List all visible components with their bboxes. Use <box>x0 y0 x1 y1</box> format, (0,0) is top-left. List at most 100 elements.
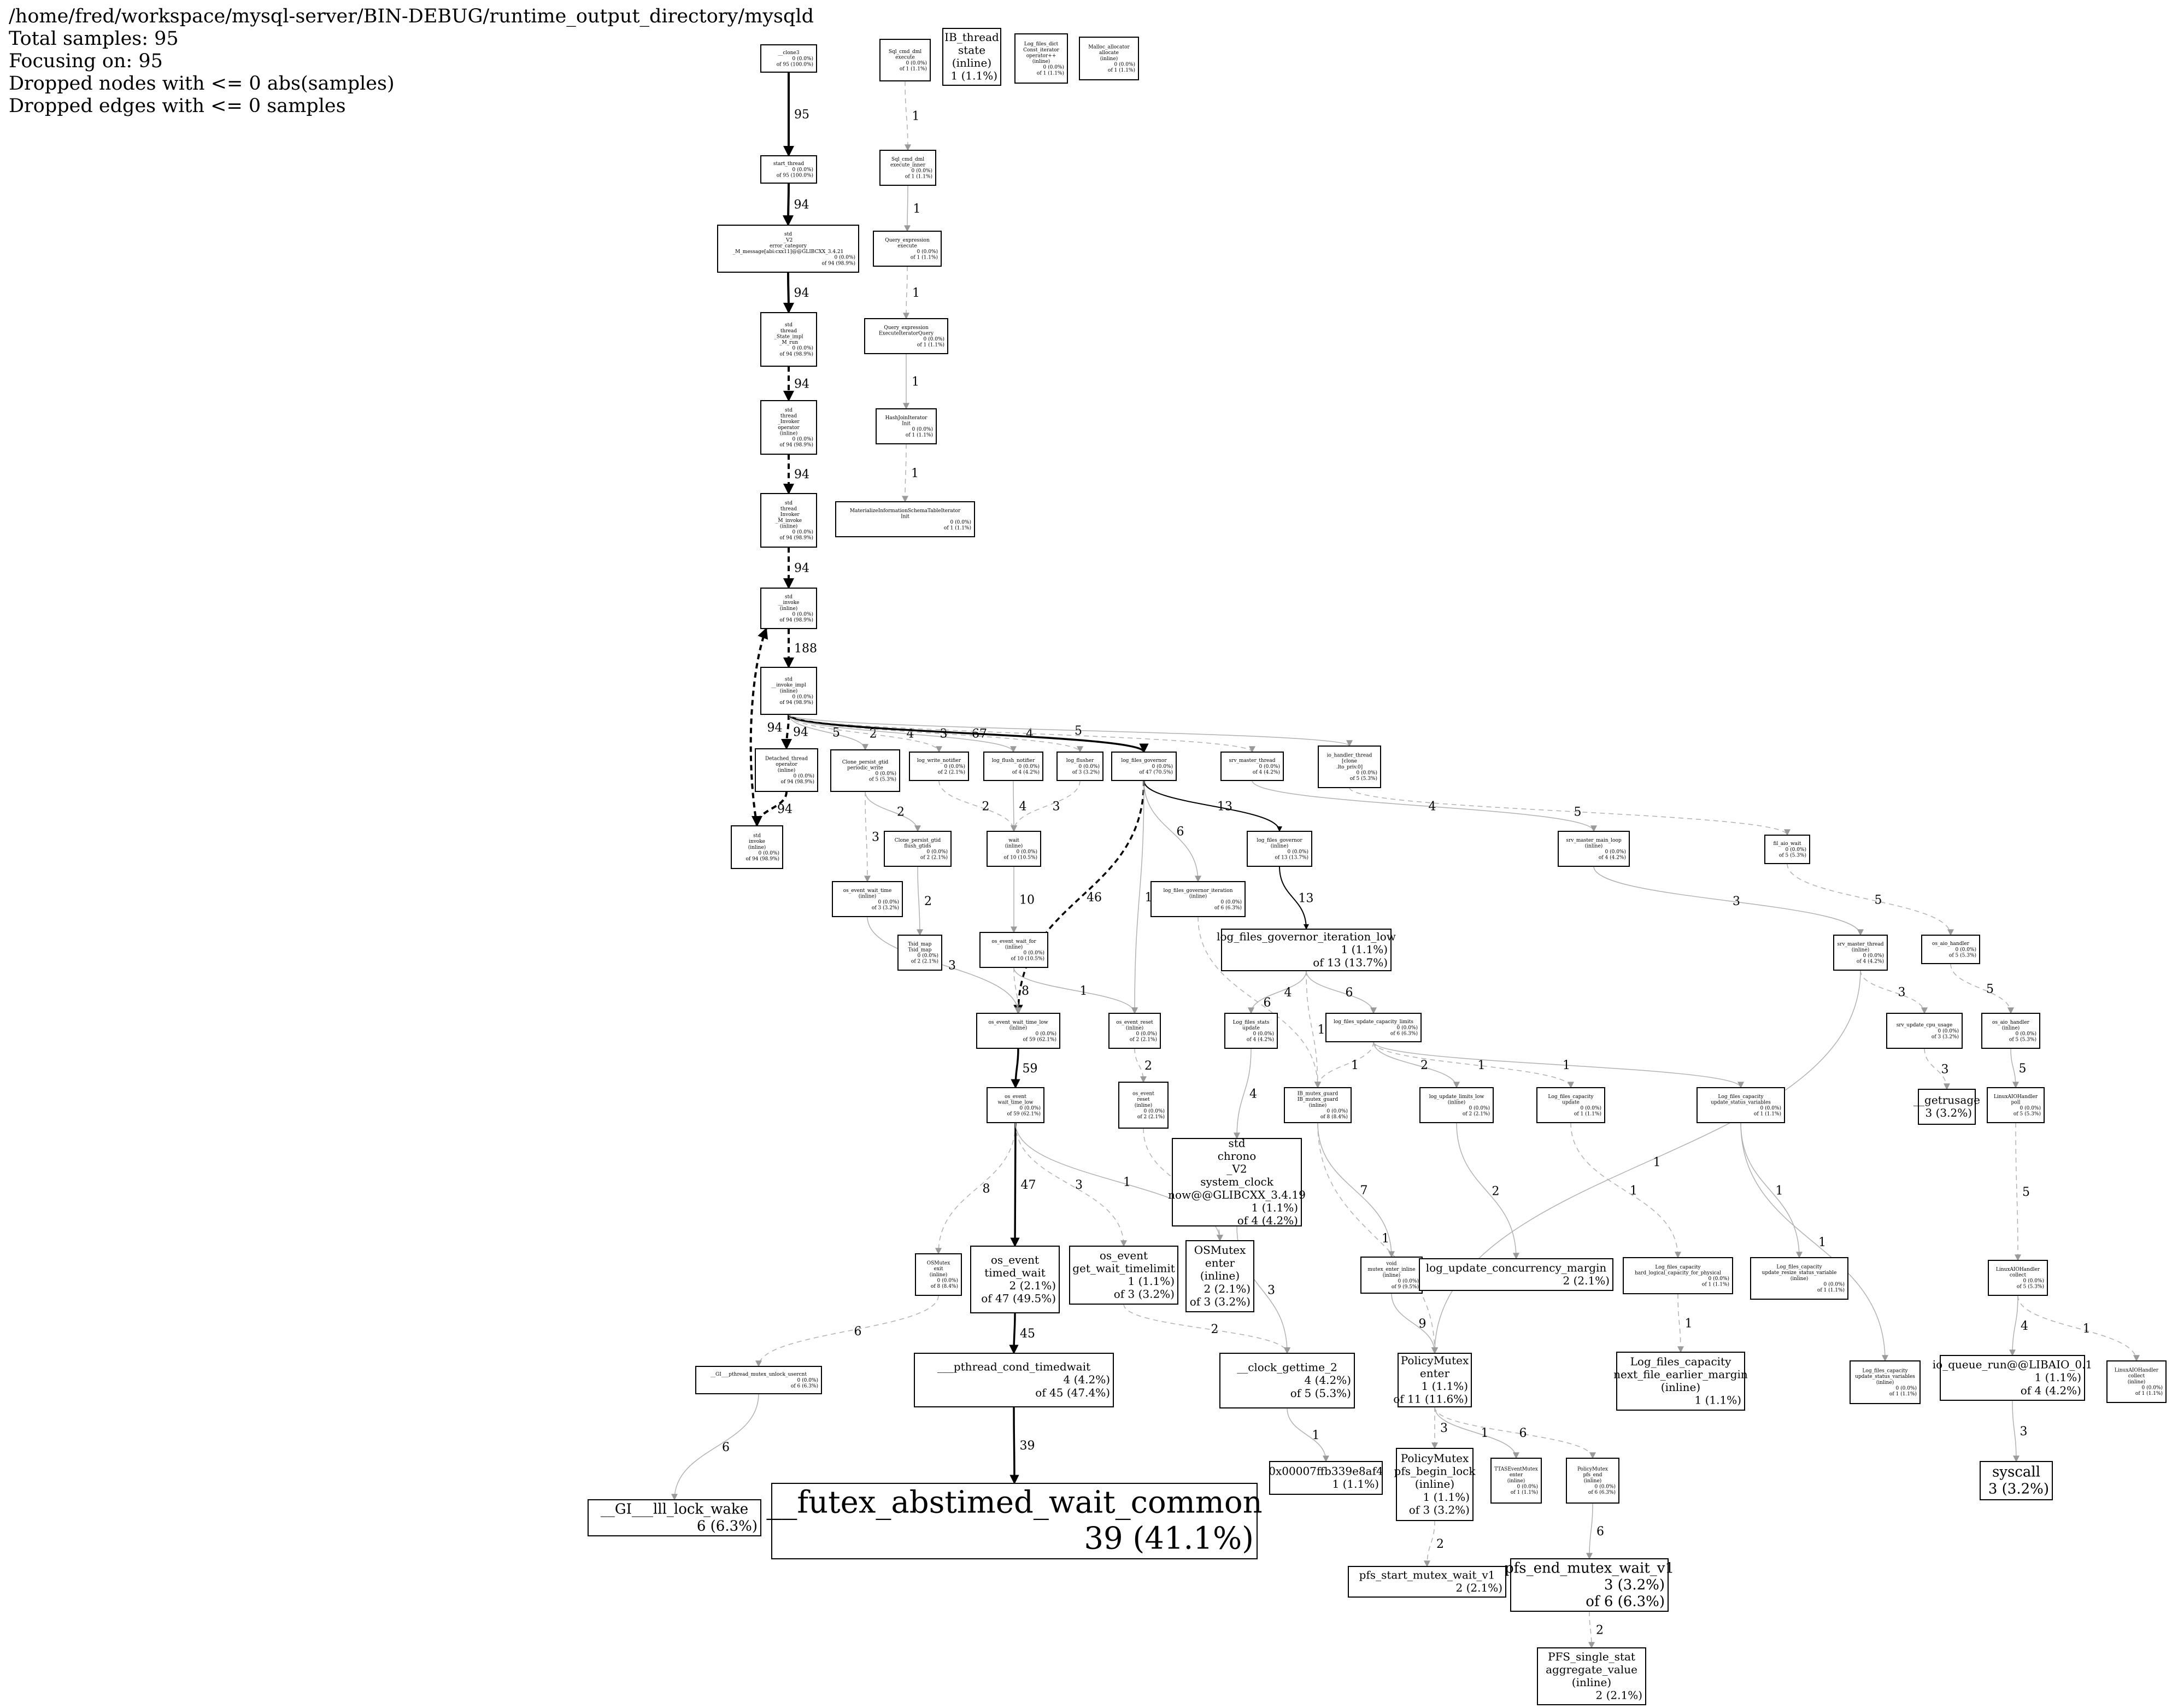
node-box <box>835 501 975 537</box>
node-label-line: (inline) <box>780 430 798 436</box>
edge-label: 8 <box>983 1182 990 1196</box>
edge-label: 5 <box>2019 1062 2027 1076</box>
node-box <box>1510 1558 1669 1612</box>
node-box <box>760 400 817 455</box>
node-label-line: 0 (0.0%) <box>1327 1108 1348 1114</box>
node-box <box>1150 881 1246 917</box>
node-box <box>1269 1461 1383 1495</box>
edge-os-event-wtl2-to-osmutex-exit <box>935 1122 1016 1255</box>
edge-label: 1 <box>1563 1059 1570 1072</box>
edge-log-files-stats-to-std-chrono <box>1234 1048 1252 1140</box>
node-label-line: MaterializeInformationSchemaTableIterato… <box>850 508 961 514</box>
node-label-line: 0 (0.0%) <box>1938 1028 1959 1034</box>
edge-linux-aio-poll-to-linux-aio-collect <box>2014 1122 2021 1261</box>
edge-invoke-impl-to-log-flush-notifier <box>788 714 1017 753</box>
node-box <box>1616 1352 1745 1411</box>
edge-label: 5 <box>832 726 840 740</box>
node-label-line: (inline) <box>930 1272 948 1278</box>
node-label-line: (inline) <box>1126 1025 1144 1031</box>
node-box <box>1850 1360 1921 1404</box>
edge-label: 13 <box>1217 800 1232 814</box>
edge-label: 1 <box>1382 1232 1389 1246</box>
node-label-line: 0 (0.0%) <box>912 426 933 432</box>
node-label-line: _Invoker <box>778 419 800 425</box>
node-label-line: 0 (0.0%) <box>1221 899 1242 905</box>
edge-os-event-wait-time-a-to-os-event-wait-time-low <box>867 916 1022 1014</box>
node-box <box>970 1246 1060 1313</box>
node-label-line: (inline) <box>1448 1099 1466 1105</box>
node-label-line: Const_iterator <box>1023 48 1059 53</box>
node-label-line: 0 (0.0%) <box>1956 947 1976 953</box>
node-label-line: 0 (0.0%) <box>876 771 896 777</box>
edge-label: 39 <box>1020 1439 1035 1453</box>
node-label-line: of 2 (2.1%) <box>1463 1111 1490 1117</box>
edge-io-handler-thread-to-fil-aio-wait <box>1349 787 1791 836</box>
edge-void-mutex-enter-to-policy-mutex-enter <box>1391 1293 1438 1354</box>
node-label-line: (inline) <box>2002 1025 2020 1031</box>
node-label-line: syscall <box>1992 1464 2040 1481</box>
node-label-line: thread <box>780 328 797 334</box>
node-label-line: 0 (0.0%) <box>2023 1278 2044 1284</box>
node-box <box>1536 1087 1605 1123</box>
node-label-line: log_write_notifier <box>917 758 961 764</box>
edge-label: 2 <box>924 895 932 908</box>
node-label-line: IB_thread <box>944 31 999 44</box>
node-label-line: of 4 (4.2%) <box>1247 1037 1274 1043</box>
node-box <box>1987 1087 2045 1123</box>
node-io-queue-run: io_queue_run@@LIBAIO_0.11 (1.1%)of 4 (4.… <box>1933 1355 2092 1401</box>
edge-label: 6 <box>1177 825 1184 839</box>
node-box <box>830 749 900 792</box>
node-label-line: 2 (2.1%) <box>1009 1279 1056 1292</box>
node-label-line: os_event_reset <box>1116 1020 1153 1025</box>
node-std-invoke: std__invoke(inline)0 (0.0%)of 94 (98.9%) <box>760 588 817 629</box>
node-label-line: of 1 (1.1%) <box>2135 1390 2163 1396</box>
edge-log-fg-iter-low-to-log-files-update-cap <box>1306 970 1377 1014</box>
node-label-line: of 95 (100.0%) <box>777 172 813 178</box>
node-label-line: (inline) <box>1585 843 1603 849</box>
node-box <box>1419 1258 1613 1291</box>
node-box <box>1185 1240 1254 1312</box>
edge-label: 3 <box>1075 1178 1083 1192</box>
edge-hashjoin-to-materialize <box>902 443 909 503</box>
node-log-fg-iteration: log_files_governor_iteration(inline)0 (0… <box>1150 881 1246 917</box>
edge-linux-aio-collect-to-linux-aio-collect2 <box>2017 1295 2140 1362</box>
node-box <box>731 825 783 869</box>
node-label-line: Detached_thread <box>765 756 808 762</box>
node-label-line: of 6 (6.3%) <box>1214 905 1242 911</box>
node-box <box>755 748 818 792</box>
node-label-line: _Invoker <box>778 512 800 518</box>
node-label-line: (inline) <box>1584 1478 1602 1484</box>
edge-log-files-cap-hard-to-log-files-cap-nfem <box>1677 1293 1684 1353</box>
node-box <box>1696 1087 1785 1123</box>
edge-label: 59 <box>1023 1062 1038 1076</box>
edge-label: 1 <box>1080 984 1088 998</box>
node-label-line: (inline) <box>1415 1477 1454 1490</box>
node-label-line: of 1 (1.1%) <box>1108 67 1135 73</box>
edge-log-update-limits-low-to-log-update-conc <box>1456 1122 1519 1260</box>
node-label-line: 0 (0.0%) <box>1259 764 1280 770</box>
node-label-line: _M_message[abi:cxx11]@@GLIBCXX_3.4.21 <box>733 249 844 255</box>
node-box <box>1940 1355 2085 1401</box>
node-label-line: of 94 (98.9%) <box>745 856 779 862</box>
node-label-line: 0 (0.0%) <box>793 167 813 173</box>
total-samples: Total samples: 95 <box>9 28 179 50</box>
edge-label: 5 <box>2022 1185 2030 1199</box>
node-label-line: 1 (1.1%) <box>1128 1275 1175 1288</box>
node-label-line: Log_files_capacity <box>1776 1265 1822 1270</box>
node-label-line: of 6 (6.3%) <box>1586 1594 1665 1610</box>
node-label-line: of 1 (1.1%) <box>1817 1287 1845 1293</box>
node-label-line: (inline) <box>780 523 798 529</box>
